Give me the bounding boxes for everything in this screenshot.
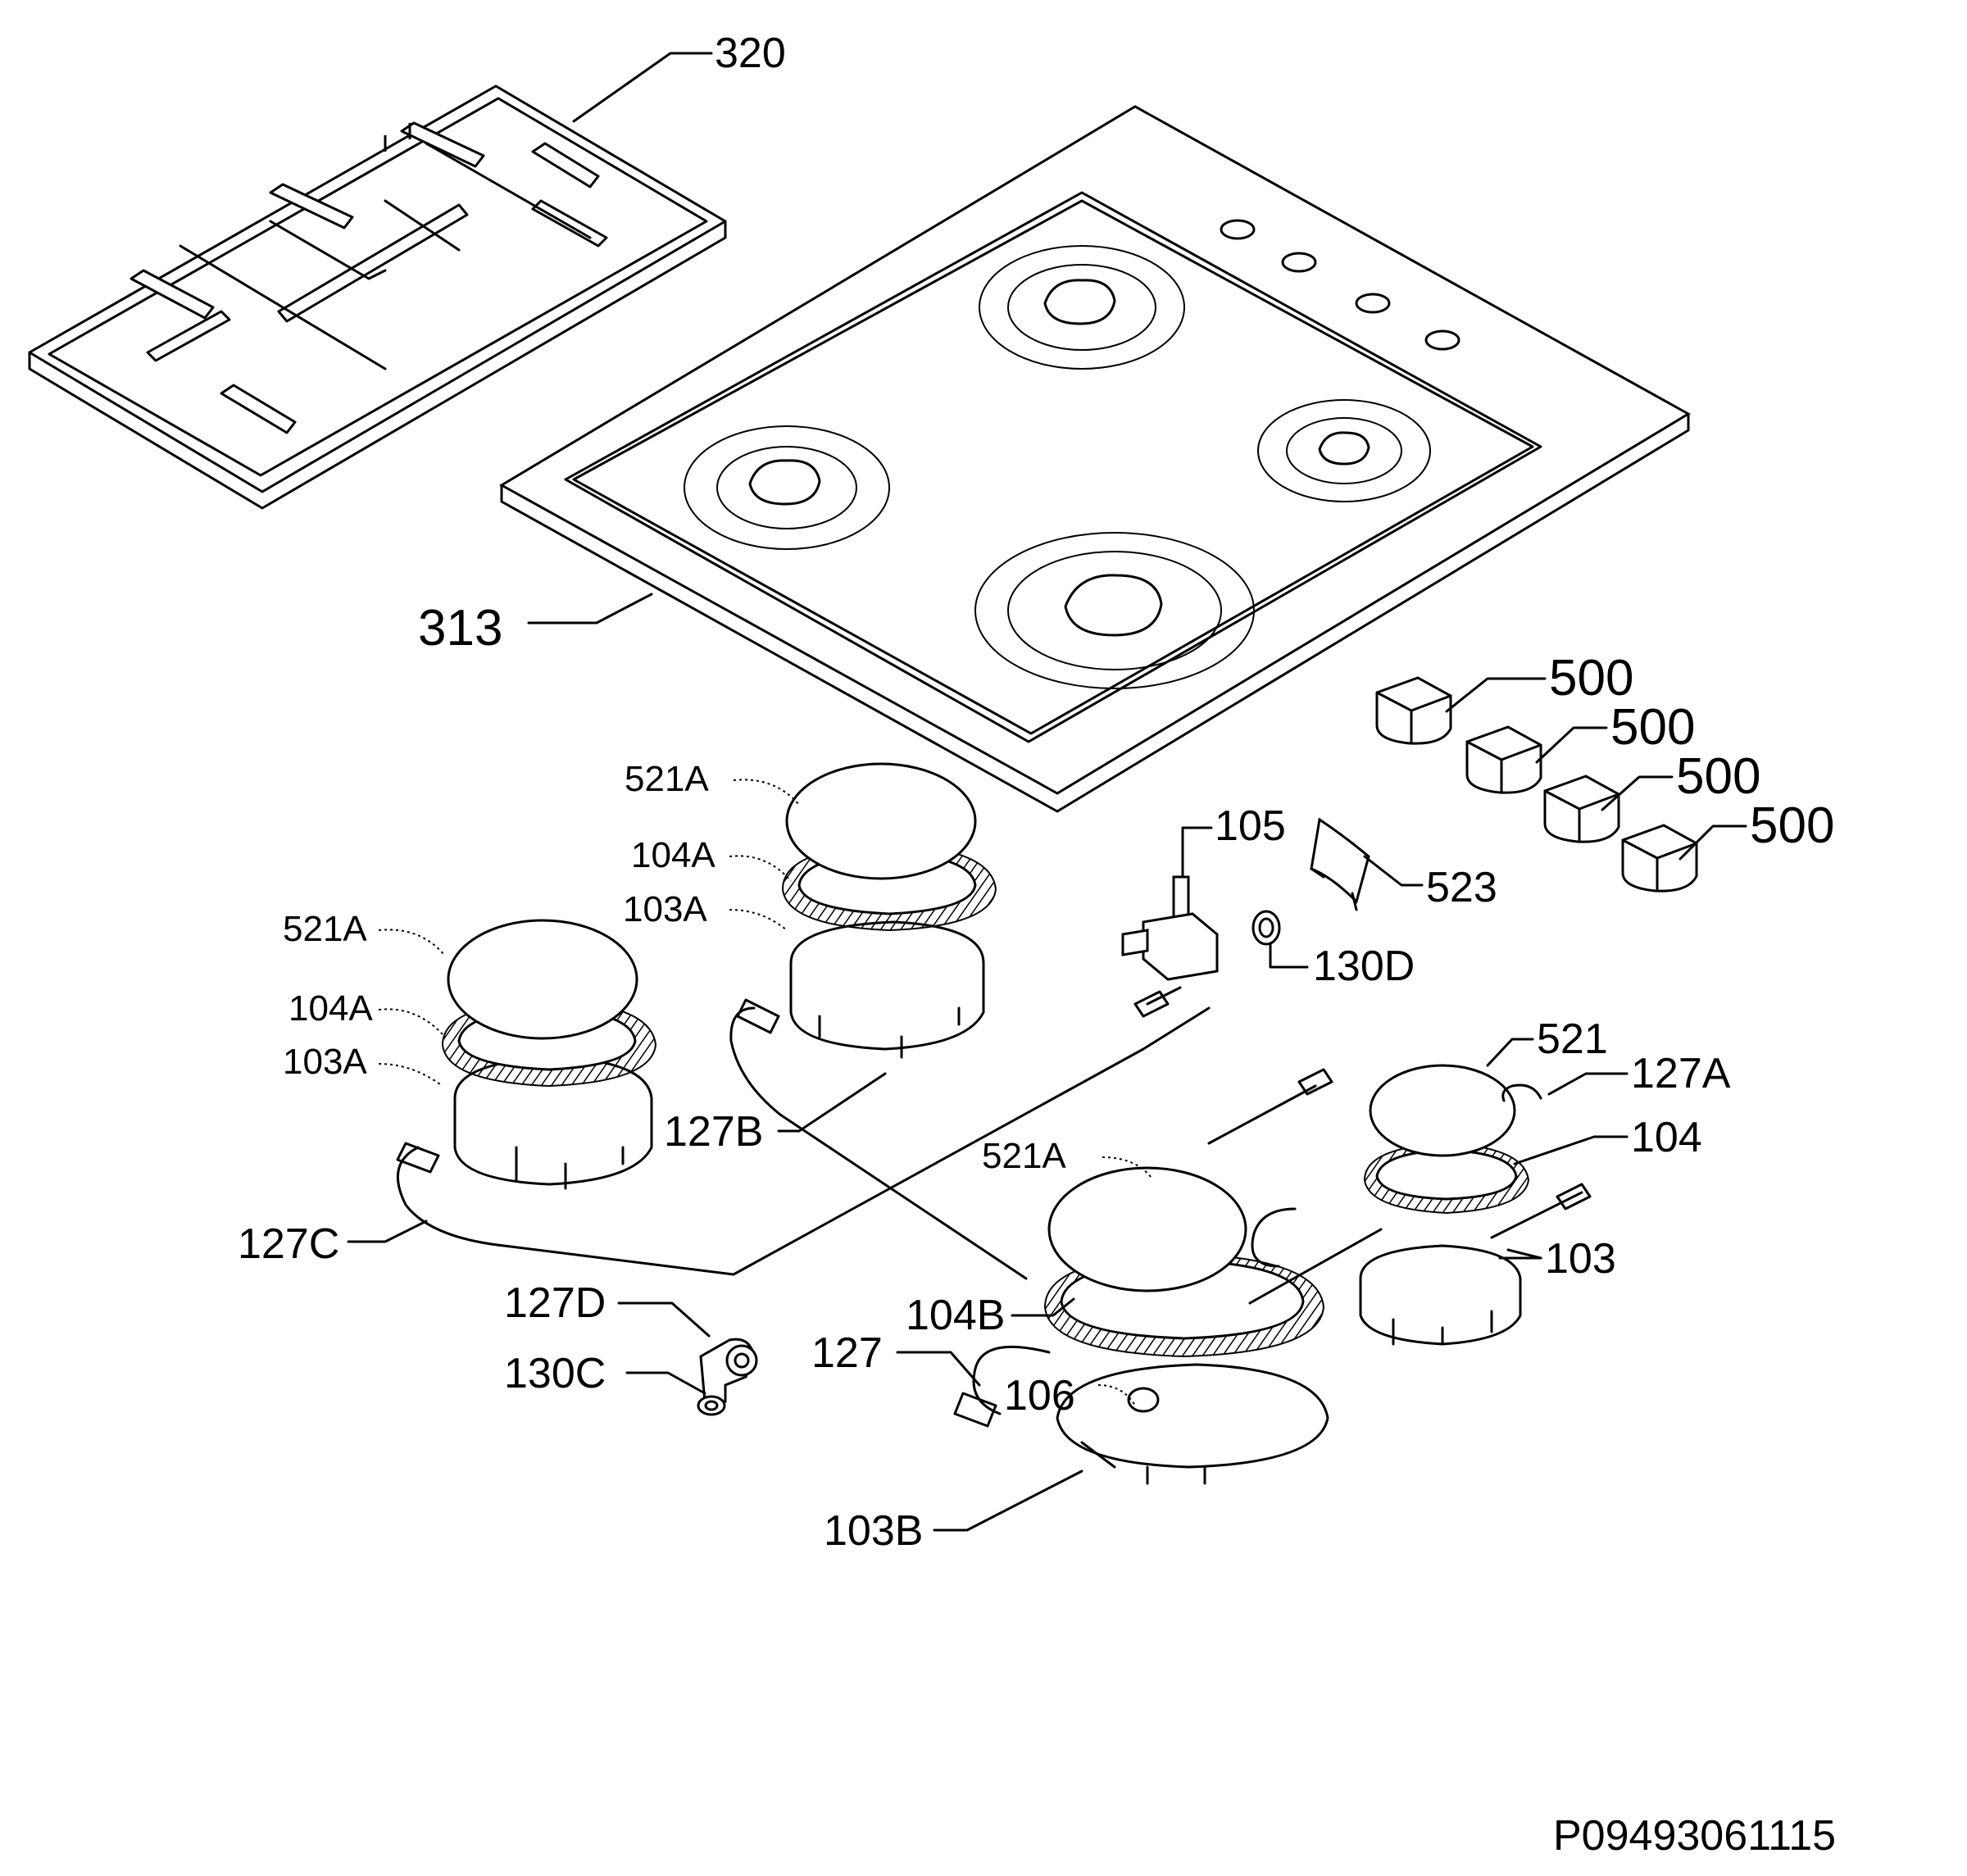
label-104b: 104B [906, 1292, 1005, 1339]
label-320: 320 [715, 30, 786, 77]
burner-rear-left [781, 762, 997, 1059]
label-103a-left: 103A [283, 1042, 367, 1082]
control-knobs [1375, 676, 1698, 893]
seal-130c [697, 1395, 726, 1416]
label-521a-rear: 521A [625, 759, 709, 799]
burner-front [1043, 1166, 1329, 1485]
leader-lines [347, 52, 1747, 1532]
knob-1 [1375, 676, 1452, 745]
knob-4 [1621, 824, 1698, 893]
label-130d: 130D [1313, 943, 1415, 990]
label-127a: 127A [1631, 1050, 1731, 1097]
label-127d: 127D [504, 1279, 606, 1327]
hob-top-plate [498, 105, 1691, 813]
label-521a-left: 521A [283, 909, 367, 949]
label-104a-rear: 104A [631, 835, 715, 875]
label-500-3: 500 [1676, 748, 1760, 805]
label-103b: 103B [824, 1507, 923, 1555]
label-500-1: 500 [1549, 650, 1633, 706]
knob-2 [1465, 725, 1542, 794]
gas-tap [1121, 875, 1219, 981]
label-313: 313 [418, 600, 502, 656]
label-500-4: 500 [1750, 797, 1834, 854]
label-127: 127 [811, 1329, 883, 1377]
spring-clip [1310, 817, 1370, 911]
label-521: 521 [1537, 1015, 1608, 1063]
label-523: 523 [1426, 864, 1497, 911]
gas-pipes [396, 986, 1592, 1428]
knob-3 [1543, 774, 1620, 843]
part-labels: 320 313 500 500 500 500 105 523 130D 521… [238, 30, 1836, 1860]
label-127b: 127B [664, 1108, 763, 1156]
label-127c: 127C [238, 1220, 339, 1268]
label-103: 103 [1545, 1235, 1616, 1283]
label-103a-rear: 103A [623, 889, 707, 929]
label-104a-left: 104A [288, 988, 373, 1029]
label-130c: 130C [504, 1350, 606, 1397]
burner-left [441, 919, 657, 1190]
label-106: 106 [1004, 1372, 1075, 1419]
burner-right [1359, 1064, 1530, 1346]
label-500-2: 500 [1610, 699, 1695, 756]
seal-130d [1252, 910, 1281, 946]
label-105: 105 [1215, 802, 1286, 850]
drawing-code: P09493061115 [1553, 1812, 1836, 1860]
pan-support-grate [28, 84, 727, 510]
elbow-fitting [699, 1338, 758, 1403]
label-521a-front: 521A [982, 1136, 1066, 1176]
label-104: 104 [1631, 1114, 1702, 1161]
